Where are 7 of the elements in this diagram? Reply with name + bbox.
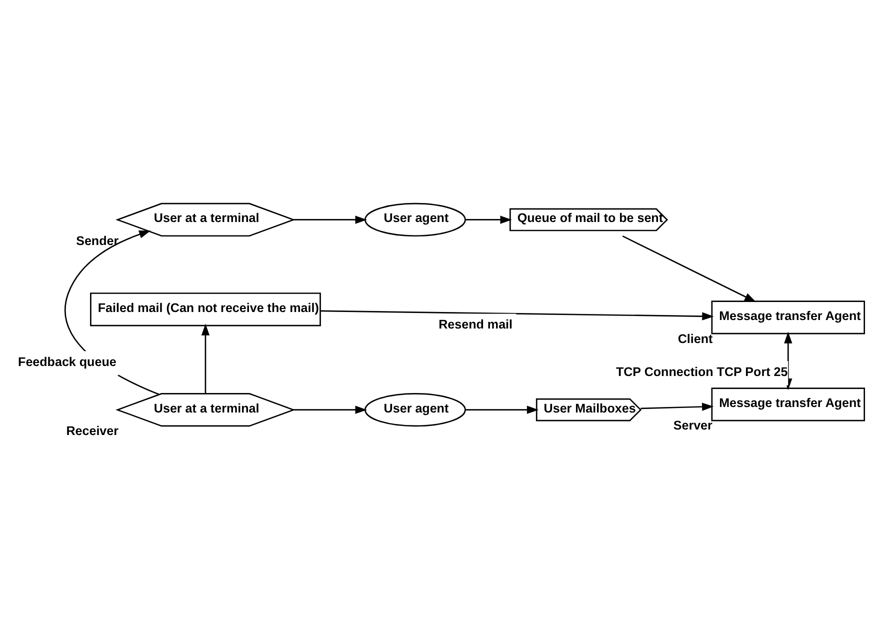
node-label: Client [678,332,713,346]
node-label: Receiver [66,424,119,438]
node-label: Sender [76,234,119,248]
edge-label: TCP Connection TCP Port 25 [616,365,788,380]
edge-label: Resend mail [438,318,513,332]
edge-label: Feedback queue [18,355,116,370]
node-label: Server [673,418,712,433]
